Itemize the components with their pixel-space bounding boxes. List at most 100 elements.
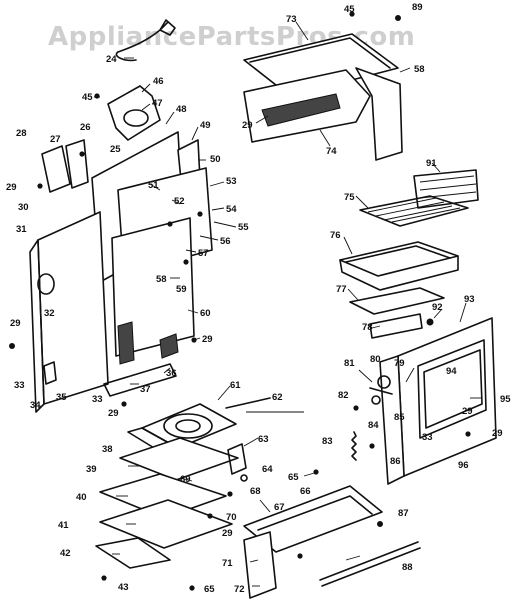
callout-36: 36 [166,368,177,379]
vent-duct-part [107,85,161,141]
callout-87: 87 [398,508,409,519]
callout-80: 80 [370,354,381,365]
callout-88: 88 [402,562,413,573]
callout-29: 29 [10,318,21,329]
callout-92: 92 [432,302,443,313]
callout-33: 33 [14,380,25,391]
callout-66: 66 [300,486,311,497]
burner-drawer-assembly [95,397,421,599]
callout-53: 53 [226,176,237,187]
callout-48: 48 [176,104,187,115]
callout-95: 95 [500,394,511,405]
callout-59: 59 [176,284,187,295]
callout-93: 93 [464,294,475,305]
callout-79: 79 [394,358,405,369]
burner-box-part [111,217,195,357]
leader-lines [94,21,482,587]
callout-33: 33 [422,432,433,443]
callout-27: 27 [50,134,61,145]
callout-25: 25 [110,144,121,155]
callout-40: 40 [76,492,87,503]
callout-32: 32 [44,308,55,319]
callout-65: 65 [204,584,215,595]
oven-racks-assembly [339,169,479,339]
callout-51: 51 [148,180,159,191]
side-trim-part [41,145,71,193]
callout-61: 61 [230,380,241,391]
callout-58: 58 [414,64,425,75]
oven-door-assembly [351,317,497,485]
callout-33: 33 [92,394,103,405]
broiler-frame-part [119,437,239,481]
callout-78: 78 [362,322,373,333]
callout-29: 29 [462,406,473,417]
callout-68: 68 [250,486,261,497]
callout-43: 43 [118,582,129,593]
callout-49: 49 [200,120,211,131]
callout-29: 29 [492,428,503,439]
callout-58: 58 [156,274,167,285]
cooktop-assembly [243,33,403,161]
callout-47: 47 [152,98,163,109]
callout-42: 42 [60,548,71,559]
callout-24: 24 [106,54,117,65]
oven-rack-part [359,195,469,227]
callout-57: 57 [198,248,209,259]
callout-84: 84 [368,420,379,431]
callout-56: 56 [220,236,231,247]
pan-insert-part [349,287,445,315]
callout-34: 34 [30,400,41,411]
callout-55: 55 [238,222,249,233]
callout-41: 41 [58,520,69,531]
callout-77: 77 [336,284,347,295]
callout-63: 63 [258,434,269,445]
callout-83: 83 [322,436,333,447]
callout-64: 64 [262,464,273,475]
left-cabinet-assembly [29,85,213,413]
callout-82: 82 [338,390,349,401]
callout-50: 50 [210,154,221,165]
callout-35: 35 [56,392,67,403]
callout-91: 91 [426,158,437,169]
callout-75: 75 [344,192,355,203]
callout-76: 76 [330,230,341,241]
callout-39: 39 [86,464,97,475]
callout-86: 86 [390,456,401,467]
power-cord-part [115,19,176,62]
callout-37: 37 [140,384,151,395]
callout-29: 29 [242,120,253,131]
callout-65: 65 [288,472,299,483]
callout-94: 94 [446,366,457,377]
callout-46: 46 [153,76,164,87]
callout-72: 72 [234,584,245,595]
callout-69: 69 [180,474,191,485]
callout-labels: 24 45 46 47 48 49 50 51 52 53 54 55 56 5… [6,2,511,595]
callout-26: 26 [80,122,91,133]
callout-45: 45 [344,4,355,15]
callout-30: 30 [18,202,29,213]
callout-74: 74 [326,146,337,157]
callout-60: 60 [200,308,211,319]
callout-62: 62 [272,392,283,403]
callout-81: 81 [344,358,355,369]
callout-89: 89 [412,2,423,13]
callout-29: 29 [202,334,213,345]
callout-28: 28 [16,128,27,139]
callout-67: 67 [274,502,285,513]
callout-54: 54 [226,204,237,215]
cooktop-part [243,33,399,97]
callout-52: 52 [174,196,185,207]
callout-85: 85 [394,412,405,423]
callout-31: 31 [16,224,27,235]
backguard-part [355,67,403,161]
callout-96: 96 [458,460,469,471]
callout-29: 29 [6,182,17,193]
callout-71: 71 [222,558,233,569]
callout-45: 45 [82,92,93,103]
callout-29: 29 [108,408,119,419]
callout-70: 70 [226,512,237,523]
callout-38: 38 [102,444,113,455]
callout-29: 29 [222,528,233,539]
callout-73: 73 [286,14,297,25]
